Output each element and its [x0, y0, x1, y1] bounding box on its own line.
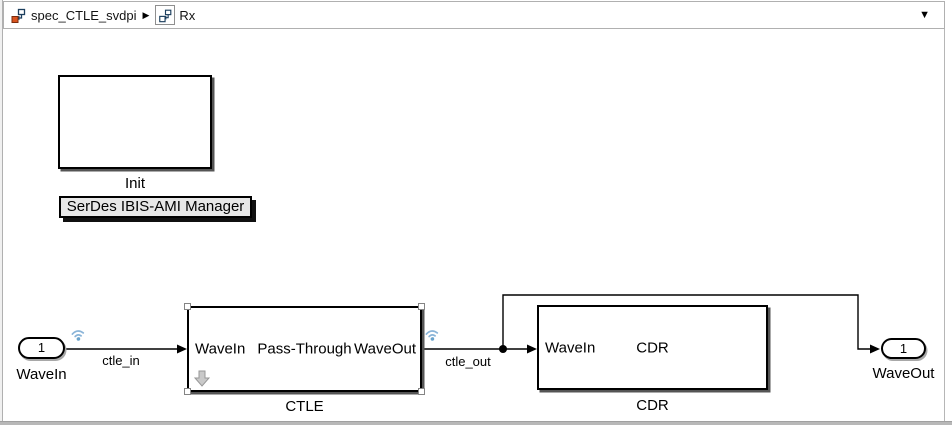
breadcrumb-dropdown-icon[interactable]: ▼	[919, 9, 930, 21]
ctle-block[interactable]: WaveIn Pass-Through WaveOut	[184, 303, 425, 395]
ctle-inport-text: WaveIn	[195, 340, 246, 358]
model-icon	[11, 8, 26, 23]
wavein-inport-label[interactable]: WaveIn	[16, 366, 67, 383]
cdr-block-label[interactable]: CDR	[636, 397, 669, 414]
selection-handle[interactable]	[184, 388, 191, 395]
cdr-block[interactable]: WaveIn CDR	[537, 305, 768, 390]
breadcrumb-item-model[interactable]: spec_CTLE_svdpi	[10, 7, 137, 24]
breadcrumb: spec_CTLE_svdpi ▶ Rx ▼	[3, 1, 945, 29]
init-block-label[interactable]: Init	[124, 175, 145, 192]
subsystem-glyph-icon	[159, 9, 172, 22]
breadcrumb-subsystem-label[interactable]: Rx	[179, 7, 196, 23]
cdr-inport-text: WaveIn	[545, 339, 596, 356]
waveout-outport-label[interactable]: WaveOut	[872, 365, 935, 382]
ctle-block-label[interactable]: CTLE	[285, 398, 324, 415]
selection-handle[interactable]	[418, 388, 425, 395]
breadcrumb-separator-icon: ▶	[142, 9, 150, 20]
serdes-ibis-ami-manager-button[interactable]: SerDes IBIS-AMI Manager	[59, 196, 252, 218]
left-gutter	[0, 0, 2, 425]
init-block[interactable]	[58, 75, 212, 169]
canvas-left-border	[2, 0, 3, 425]
wire-cdr-arrowhead	[527, 344, 537, 354]
wire-ctle-in-arrowhead	[177, 344, 187, 354]
wire-waveout-arrowhead	[870, 344, 880, 354]
subsystem-icon[interactable]	[155, 5, 176, 25]
selection-handle[interactable]	[418, 303, 425, 310]
signal-label-ctle-out[interactable]: ctle_out	[445, 354, 491, 369]
down-arrow-badge-icon	[194, 370, 210, 387]
breadcrumb-model-label[interactable]: spec_CTLE_svdpi	[31, 7, 137, 23]
wire-branch-to-waveout[interactable]	[502, 294, 871, 350]
waveout-outport[interactable]: 1	[881, 338, 926, 359]
wavein-inport[interactable]: 1	[18, 337, 65, 359]
horizontal-scrollbar-track[interactable]	[0, 421, 952, 425]
ctle-title-text: Pass-Through	[257, 340, 352, 358]
canvas-right-border	[944, 29, 945, 421]
ctle-outport-text: WaveOut	[354, 340, 416, 358]
signal-logging-icon[interactable]	[69, 326, 88, 343]
cdr-title-text: CDR	[636, 339, 669, 356]
signal-logging-icon[interactable]	[423, 326, 442, 343]
breadcrumb-item-subsystem[interactable]: Rx	[155, 5, 195, 25]
selection-handle[interactable]	[184, 303, 191, 310]
signal-label-ctle-in[interactable]: ctle_in	[102, 353, 140, 368]
